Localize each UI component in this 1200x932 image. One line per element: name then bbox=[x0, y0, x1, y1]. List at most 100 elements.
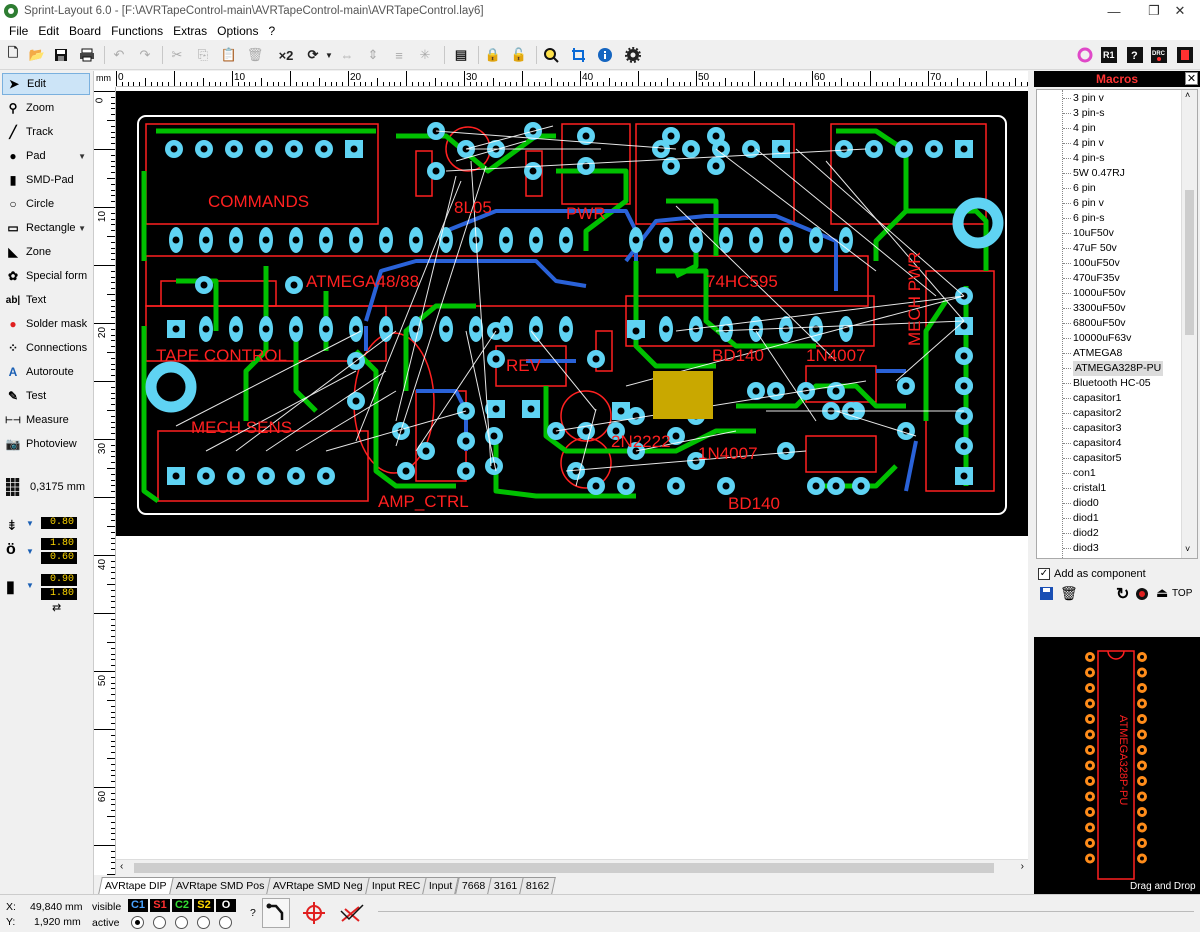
layer-visibility-s1[interactable]: S1 bbox=[150, 899, 170, 912]
macro-item[interactable]: diod0 bbox=[1063, 497, 1099, 509]
undo-icon[interactable]: ↶ bbox=[113, 47, 125, 62]
tool-edit[interactable]: ➤Edit bbox=[2, 73, 90, 95]
pad-ring-icon[interactable] bbox=[1076, 46, 1094, 64]
grid-selector[interactable]: 0,3175 mm bbox=[2, 475, 90, 499]
horizontal-scrollbar[interactable]: ‹ › bbox=[116, 859, 1028, 875]
tool-connections[interactable]: ⁘Connections bbox=[7, 341, 88, 355]
macros-close-button[interactable]: ✕ bbox=[1185, 72, 1198, 85]
tab-7668[interactable]: 7668 bbox=[454, 877, 492, 894]
menu-edit[interactable]: Edit bbox=[38, 24, 60, 38]
layer-top-icon[interactable]: ⏏ bbox=[1156, 585, 1169, 600]
swap-icon[interactable]: ⇄ bbox=[52, 602, 62, 614]
menu-board[interactable]: Board bbox=[69, 24, 102, 38]
r1-component-icon[interactable]: R1 bbox=[1100, 46, 1118, 64]
mirror-v-icon[interactable]: ⇕ bbox=[367, 47, 379, 62]
macro-item[interactable]: 6 pin bbox=[1063, 182, 1096, 194]
macro-item[interactable]: capasitor2 bbox=[1062, 407, 1122, 419]
tab-8162[interactable]: 8162 bbox=[519, 877, 557, 894]
macro-item[interactable]: 3300uF50v bbox=[1063, 302, 1126, 314]
tool-zoom[interactable]: ⚲Zoom bbox=[2, 97, 90, 119]
tool-measure[interactable]: ⊢⊣Measure bbox=[5, 414, 69, 426]
delete-icon[interactable]: 🗑 bbox=[246, 47, 264, 62]
align-icon[interactable]: ≡ bbox=[395, 47, 403, 63]
copy-icon[interactable]: ⎘ bbox=[197, 47, 209, 62]
macro-item[interactable]: 10000uF63v bbox=[1062, 332, 1132, 344]
layer-visibility-s2[interactable]: S2 bbox=[194, 899, 214, 912]
macro-item[interactable]: con1 bbox=[1063, 467, 1096, 479]
paste-icon[interactable]: 📋 bbox=[220, 47, 238, 62]
chevron-down-icon[interactable]: ▼ bbox=[78, 151, 86, 161]
tool-track[interactable]: ╱Track bbox=[2, 121, 90, 143]
duplicate-x2-icon[interactable]: ×2 bbox=[278, 47, 294, 63]
macro-item[interactable]: 4 pin bbox=[1063, 122, 1096, 134]
layer-active-radio[interactable] bbox=[219, 916, 232, 929]
layer-active-radio[interactable] bbox=[175, 916, 188, 929]
delete-macro-icon[interactable]: 🗑 bbox=[1060, 585, 1078, 601]
macro-item[interactable]: 100uF50v bbox=[1063, 257, 1120, 269]
macro-item[interactable]: capasitor1 bbox=[1062, 392, 1122, 404]
help-component-icon[interactable]: ? bbox=[1126, 46, 1144, 64]
tool-text[interactable]: ab|Text bbox=[5, 294, 47, 306]
tab-input[interactable]: Input bbox=[422, 877, 460, 894]
checkbox-checked-icon[interactable]: ✓ bbox=[1038, 568, 1050, 580]
crop-icon[interactable] bbox=[570, 46, 588, 64]
gear-icon[interactable] bbox=[624, 46, 642, 64]
unlock-icon[interactable]: 🔓 bbox=[510, 47, 528, 62]
macro-item[interactable]: capasitor5 bbox=[1062, 452, 1122, 464]
open-folder-icon[interactable]: 📂 bbox=[28, 47, 46, 62]
airwire-off-button[interactable] bbox=[338, 898, 366, 928]
chevron-down-icon[interactable]: ▼ bbox=[26, 547, 34, 556]
new-file-icon[interactable]: 🗋 bbox=[7, 45, 19, 60]
group-icon[interactable]: ✳ bbox=[419, 47, 431, 62]
macro-item[interactable]: 4 pin v bbox=[1063, 137, 1104, 149]
menu-file[interactable]: File bbox=[9, 24, 29, 38]
menu-options[interactable]: Options bbox=[217, 24, 259, 38]
menu-help[interactable]: ? bbox=[268, 24, 276, 38]
macro-item[interactable]: capasitor4 bbox=[1062, 437, 1122, 449]
macro-item[interactable]: 3 pin-s bbox=[1063, 107, 1105, 119]
save-icon[interactable] bbox=[52, 46, 70, 64]
redo-icon[interactable]: ↷ bbox=[139, 47, 151, 62]
cut-icon[interactable]: ✂ bbox=[171, 47, 183, 62]
tab-avrtape-dip[interactable]: AVRtape DIP bbox=[98, 877, 174, 894]
maximize-button[interactable]: ❐ bbox=[1148, 3, 1160, 18]
top-side-label[interactable]: TOP bbox=[1172, 588, 1193, 599]
add-as-component-checkbox[interactable]: ✓ Add as component bbox=[1038, 568, 1146, 580]
macro-item[interactable]: 47uF 50v bbox=[1063, 242, 1117, 254]
macro-item[interactable]: diod3 bbox=[1063, 542, 1099, 554]
tool-photoview[interactable]: 📷Photoview bbox=[5, 437, 77, 451]
layer-active-radio[interactable] bbox=[197, 916, 210, 929]
pad-outer-field[interactable]: 1.80 bbox=[41, 538, 77, 550]
tool-special-form[interactable]: ✿Special form bbox=[7, 269, 88, 283]
menu-functions[interactable]: Functions bbox=[111, 24, 164, 38]
zoom-fit-icon[interactable] bbox=[542, 46, 560, 64]
tool-circle[interactable]: ○Circle bbox=[2, 193, 90, 215]
layer-active-radio[interactable] bbox=[153, 916, 166, 929]
crosshair-button[interactable] bbox=[300, 898, 328, 928]
scroll-down-icon[interactable]: ˅ bbox=[1185, 544, 1191, 554]
tool-pad[interactable]: ●Pad▼ bbox=[2, 145, 90, 167]
macro-item[interactable]: 3 pin v bbox=[1063, 92, 1104, 104]
minimize-button[interactable]: — bbox=[1107, 3, 1121, 19]
tab-avrtape-smd-pos[interactable]: AVRtape SMD Pos bbox=[168, 877, 271, 894]
help-label[interactable]: ? bbox=[250, 907, 256, 919]
drc-icon[interactable]: DRC bbox=[1150, 46, 1168, 64]
macro-item[interactable]: 470uF35v bbox=[1063, 272, 1120, 284]
macro-item[interactable]: diod2 bbox=[1063, 527, 1099, 539]
macro-item[interactable]: 6800uF50v bbox=[1063, 317, 1126, 329]
lock-icon[interactable]: 🔒 bbox=[484, 47, 502, 62]
save-macro-icon[interactable] bbox=[1040, 587, 1053, 603]
macro-item[interactable]: capasitor3 bbox=[1062, 422, 1122, 434]
ratsnest-toggle-button[interactable] bbox=[262, 898, 290, 928]
scroll-up-icon[interactable]: ˄ bbox=[1185, 90, 1191, 100]
record-icon[interactable] bbox=[1136, 588, 1148, 600]
macro-item[interactable]: 5W 0.47RJ bbox=[1063, 167, 1125, 179]
smd-height-field[interactable]: 1.80 bbox=[41, 588, 77, 600]
menu-extras[interactable]: Extras bbox=[173, 24, 208, 38]
scrollbar-thumb[interactable] bbox=[134, 863, 994, 873]
tool-test[interactable]: ✎Test bbox=[7, 389, 47, 403]
macro-item[interactable]: ATMEGA8 bbox=[1062, 347, 1123, 359]
